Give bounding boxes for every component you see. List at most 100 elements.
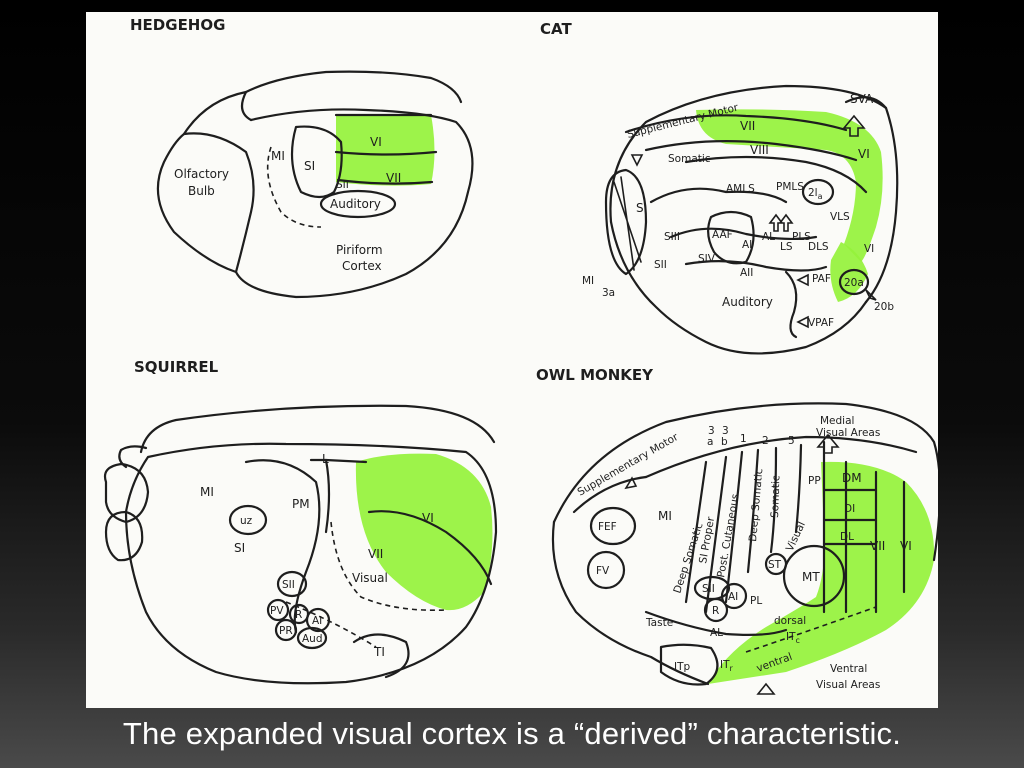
cat-label-ai: AI [742,239,752,251]
cat-motor-strips [613,176,642,271]
hedgehog-bulb-top [182,90,253,136]
cat-ls-arrows-icon [768,213,794,232]
owl-monkey-mi-border [684,460,708,604]
owl-monkey-ai-outline [720,582,748,610]
hedgehog-visual-highlight [336,115,435,186]
hedgehog-label-vi: VI [370,135,382,149]
cat-2la-outline [801,178,835,206]
owl-monkey-label-3a-sub: a [707,436,713,448]
hedgehog-label-vii: VII [386,171,401,185]
cat-label-aii: AII [740,267,753,279]
squirrel-l-border [309,458,331,534]
owl-monkey-itp-outline [659,643,719,686]
owl-monkey-medial-arrow-icon [816,433,840,454]
squirrel-l-top [324,458,368,464]
owl-monkey-fv-outline [586,550,626,590]
squirrel-title: SQUIRREL [134,358,219,376]
squirrel-brain-outline [124,442,498,685]
owl-monkey-label-di: DI [844,503,855,515]
owl-monkey-label-al: AL [710,627,723,639]
cat-label-mi: MI [582,275,594,287]
owl-monkey-r-outline [703,597,729,623]
owl-monkey-label-itp: ITp [674,661,691,673]
owl-monkey-label-pl: PL [750,595,762,607]
hedgehog-dashed-border [266,146,322,228]
cat-label-dls: DLS [808,241,829,253]
owl-monkey-label-itc: ITc [786,631,800,645]
hedgehog-vii-border [336,178,434,185]
squirrel-label-sii: SII [282,579,295,591]
cat-central-sulcus [649,187,788,204]
hedgehog-label-auditory: Auditory [330,197,381,211]
cat-label-pls: PLS [792,231,811,243]
squirrel-label-pr: PR [279,625,293,637]
hedgehog-olfactory-bulb [156,132,255,274]
squirrel-pr-outline [274,618,298,642]
squirrel-label-vi: VI [422,511,434,525]
owl-monkey-mt-outline [782,544,846,608]
cat-label-aaf: AAF [712,229,733,241]
cat-brain-bottom [609,220,868,355]
hedgehog-label-cortex: Cortex [342,259,382,273]
owl-monkey-label-3a: 3 [708,425,715,437]
squirrel-label-ti: TI [373,645,385,659]
squirrel-panel: SQUIRREL L MI uz PM VI VII SI Visual SII… [103,358,498,685]
owl-monkey-label-5: 5 [788,435,795,447]
cat-title: CAT [540,20,572,38]
cat-supp-motor-line [624,114,848,134]
owl-monkey-parietal-strips [769,443,803,554]
cat-paf-arrows-icon [796,273,809,329]
hedgehog-label-piriform: Piriform [336,243,383,257]
owl-monkey-label-visual-areas-2: Visual Areas [816,679,880,691]
squirrel-vi-vii-border [367,510,493,586]
comparative-cortex-figure: HEDGEHOG VI VII MI SI SII Auditory Olfac… [86,12,938,708]
owl-monkey-label-taste: Taste [645,617,673,629]
squirrel-label-r: R [295,609,302,621]
squirrel-label-pv: PV [270,605,284,617]
owl-monkey-taste-al-border [644,610,788,636]
squirrel-label-mi: MI [200,485,214,499]
cat-panel: CAT SVA Supplementary Motor VII VIII VI … [540,20,899,355]
owl-monkey-supp-motor-line [572,475,648,514]
owl-monkey-label-somatic: Somatic [769,475,782,518]
cat-20a-outline [838,268,870,296]
squirrel-olfactory-bulb-upper [103,462,150,524]
hedgehog-label-olfactory: Olfactory [174,167,229,181]
cat-label-vi-side: VI [864,243,874,255]
owl-monkey-label-dorsal: dorsal [774,615,806,627]
owl-monkey-label-pp: PP [808,475,821,487]
hedgehog-top-lobe [244,70,463,104]
squirrel-sii-outline [276,570,308,598]
cat-label-ls: LS [780,241,793,253]
owl-monkey-label-fef: FEF [598,521,617,533]
cat-viii-lower [684,155,868,194]
squirrel-label-visual: Visual [352,571,388,585]
owl-monkey-label-medial: Medial [820,415,854,427]
owl-monkey-supp-arrow-icon [624,476,638,490]
squirrel-label-si: SI [234,541,245,555]
cat-paf-outline [784,270,798,339]
owl-monkey-label-2: 2 [762,435,769,447]
owl-monkey-label-mi: MI [658,509,672,523]
owl-monkey-label-ventral-title: Ventral [830,663,867,675]
squirrel-ti-outline [352,633,410,679]
owl-monkey-label-mt: MT [802,570,820,584]
hedgehog-label-bulb: Bulb [188,184,215,198]
hedgehog-vi-border [334,150,438,156]
squirrel-olfactory-bulb-lower [104,510,144,562]
hedgehog-label-mi: MI [271,149,285,163]
owl-monkey-panel: OWL MONKEY Supplementary Motor 3 a 3 b 1… [536,366,938,695]
cat-label-auditory: Auditory [722,295,773,309]
owl-monkey-inner-top [644,435,918,479]
owl-monkey-title: OWL MONKEY [536,366,654,384]
owl-monkey-label-itr: ITr [720,659,734,673]
hedgehog-auditory-outline [319,189,397,219]
cat-sva-arc [844,96,888,110]
cat-label-vi: VI [858,147,870,161]
squirrel-visual-highlight [355,453,493,611]
squirrel-label-uz: uz [240,515,253,527]
cat-somatic-line [644,140,858,162]
hedgehog-label-si: SI [304,159,315,173]
cat-label-sva: SVA [850,92,874,106]
cat-label-20a: 20a [844,277,864,289]
